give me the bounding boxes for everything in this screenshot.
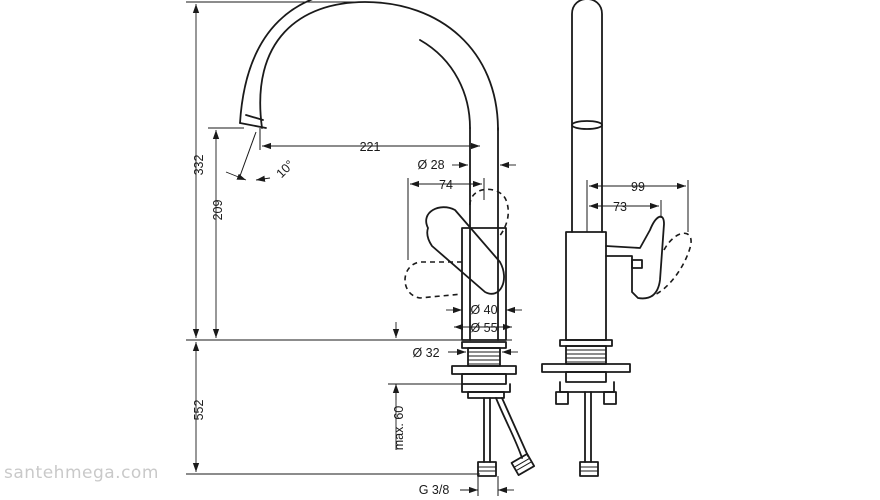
- dim-73: 73: [613, 200, 627, 214]
- spout-tube: [469, 127, 499, 341]
- dim-dia-55: Ø 55: [470, 321, 497, 335]
- front-view: [196, 0, 536, 477]
- dim-332: 332: [192, 155, 206, 176]
- spout-arc: [259, 1, 499, 131]
- hose-left: [483, 397, 491, 463]
- dim-dia-32: Ø 32: [412, 346, 439, 360]
- dim-221: 221: [360, 140, 381, 154]
- dim-dia-28: Ø 28: [417, 158, 444, 172]
- lever: [425, 206, 505, 295]
- mounting-plate: [451, 365, 517, 375]
- dim-dia-40: Ø 40: [470, 303, 497, 317]
- dim-74: 74: [439, 178, 453, 192]
- side-body: [565, 231, 607, 341]
- hose-right: [495, 397, 529, 459]
- lever-alt-side: [404, 261, 463, 299]
- dim-99: 99: [631, 180, 645, 194]
- dim-angle: 10°: [274, 158, 297, 181]
- side-lever-alt: [651, 232, 692, 297]
- shank: [467, 347, 501, 367]
- dim-max-60: max. 60: [392, 406, 406, 451]
- watermark: santehmega.com: [4, 463, 159, 483]
- lever-alt-up: [469, 188, 510, 239]
- side-lever: [605, 215, 665, 300]
- side-view: [541, 0, 692, 477]
- dim-thread: G 3/8: [419, 483, 450, 497]
- dim-209: 209: [211, 200, 225, 221]
- side-tube: [571, 0, 603, 233]
- dimension-lines: [186, 1, 689, 496]
- dimension-labels: 332 552 209 221 10° Ø 28 74 Ø 40 Ø 55 Ø …: [192, 140, 645, 497]
- dim-552: 552: [192, 400, 206, 421]
